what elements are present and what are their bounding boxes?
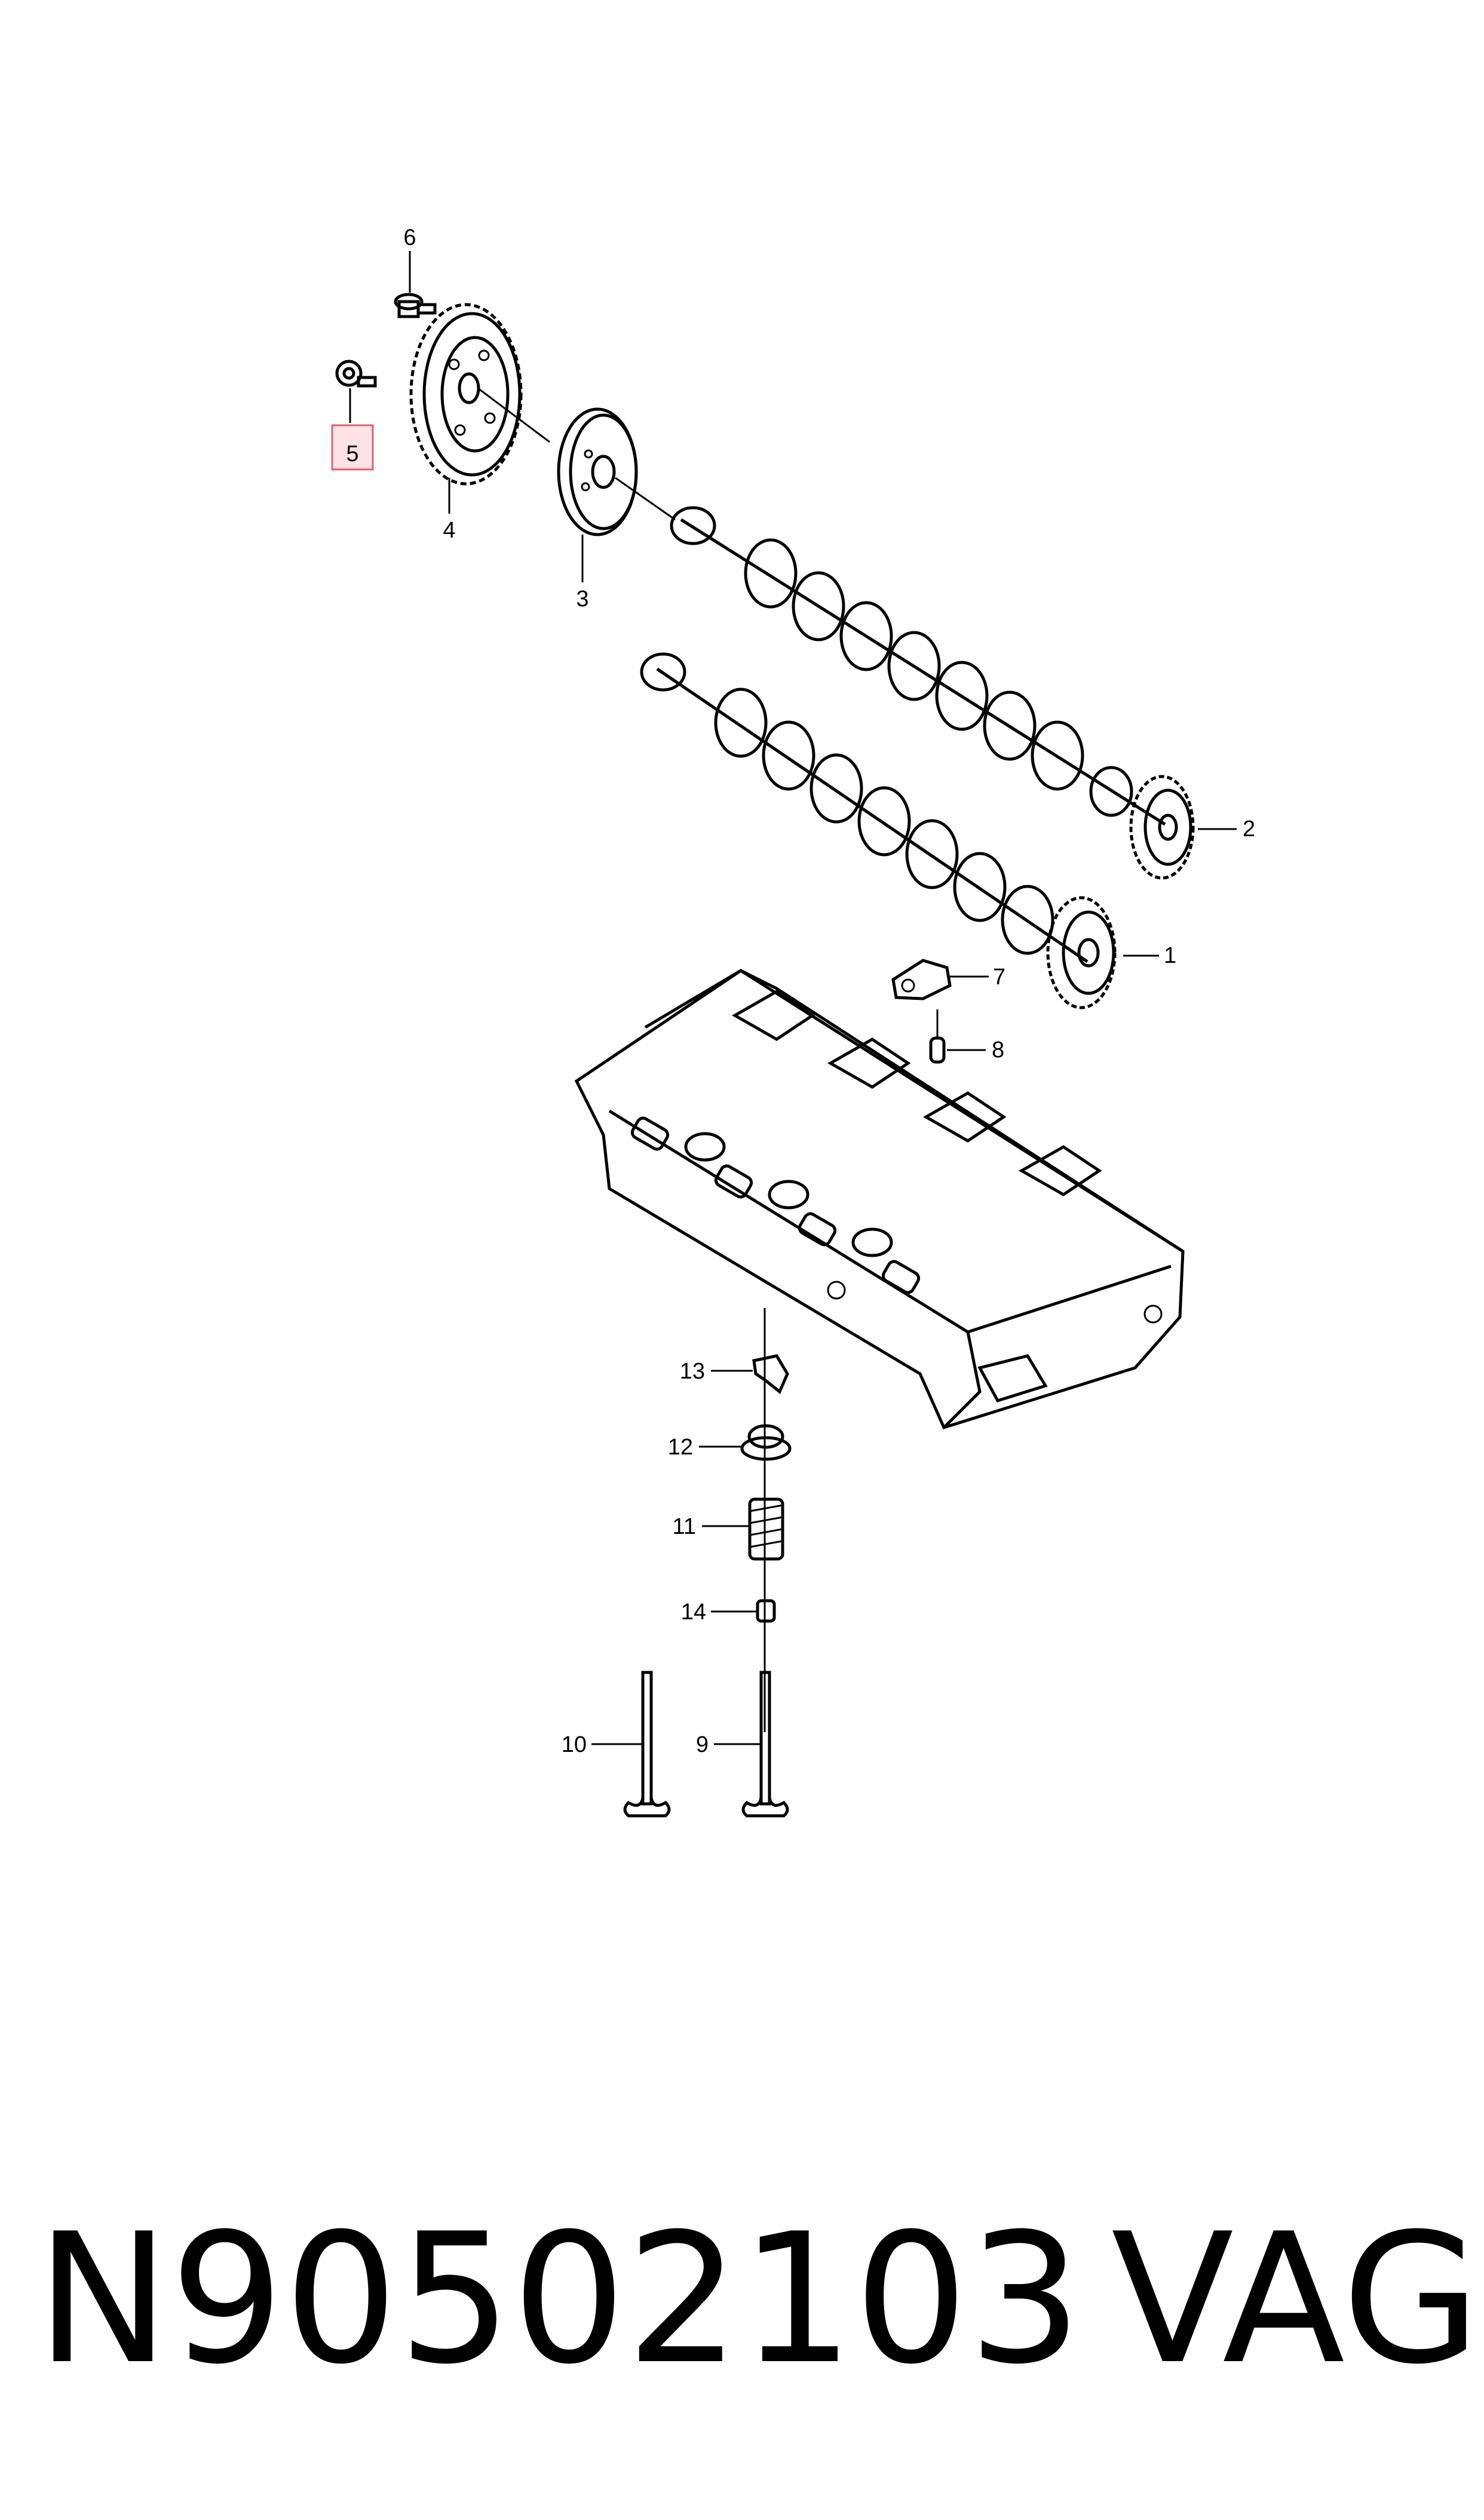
part-7-rocker-arm	[891, 959, 952, 1000]
callout-label-2: 2	[1243, 817, 1255, 842]
callout-label-1: 1	[1164, 943, 1176, 968]
part-2-camshaft	[670, 506, 1195, 880]
part-12-spring-retainer	[740, 1424, 792, 1461]
part-4-sprocket	[409, 303, 523, 486]
part-11-valve-spring	[748, 1497, 784, 1561]
part-8-lifter	[929, 1009, 946, 1064]
part-9-valve	[741, 1671, 789, 1818]
callout-label-11: 11	[673, 1514, 696, 1539]
callout-label-13: 13	[680, 1359, 705, 1384]
part-1-camshaft	[640, 652, 1117, 1009]
part-14-valve-stem-seal	[756, 1599, 776, 1623]
callout-5-highlight	[331, 424, 374, 471]
cylinder-head	[574, 969, 1185, 1430]
callout-label-12: 12	[668, 1435, 693, 1460]
callout-label-14: 14	[681, 1600, 706, 1625]
callout-label-4: 4	[443, 518, 455, 543]
callout-label-3: 3	[576, 587, 588, 612]
callout-label-8: 8	[992, 1038, 1004, 1063]
part-6-bolt	[394, 293, 437, 318]
callout-label-10: 10	[562, 1732, 587, 1757]
part-10-valve	[623, 1671, 671, 1818]
callout-label-9: 9	[696, 1732, 709, 1757]
callout-label-5: 5	[346, 441, 358, 466]
callout-label-7: 7	[993, 965, 1005, 990]
callout-label-6: 6	[403, 225, 416, 250]
part-13-valve-keeper	[752, 1354, 789, 1394]
part-5-bolt	[335, 360, 377, 388]
axis-line-3-2	[615, 477, 676, 521]
part-number: N90502103	[36, 2195, 1083, 2404]
brand-name: VAG	[1111, 2195, 1481, 2404]
part-3-disc	[557, 407, 638, 536]
axis-line-4-3	[477, 387, 550, 443]
